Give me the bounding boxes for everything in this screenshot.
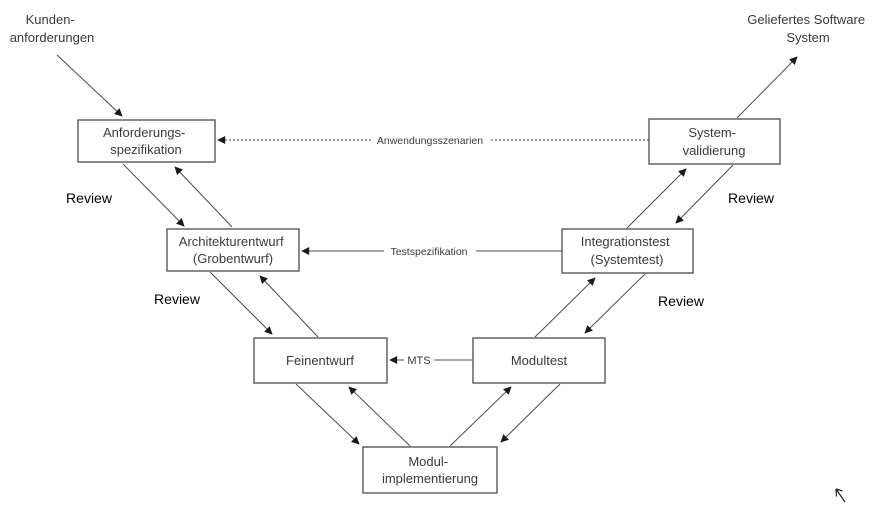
anforderungsspezifikation-box — [77, 119, 216, 163]
anwendungsszenarien-label: Anwendungsszenarien — [377, 135, 483, 147]
integrationstest-box — [561, 228, 694, 274]
edge-integrationstest-validation-pair — [626, 164, 734, 229]
node-modultest: Modultest — [472, 337, 606, 384]
integrationstest-label: Integrationstest (Systemtest) — [581, 234, 674, 267]
node-feinentwurf: Feinentwurf — [253, 337, 388, 384]
testspezifikation-label: Testspezifikation — [390, 246, 467, 258]
connector-mts: MTS — [389, 355, 473, 367]
modultest-label: Modultest — [511, 353, 568, 368]
mouse-cursor — [835, 488, 846, 503]
edge-architecture-feinentwurf-pair — [209, 271, 319, 338]
modultest-box — [472, 337, 606, 384]
systemvalidierung-box — [648, 118, 781, 165]
edge-requirements-architecture-pair — [122, 163, 233, 228]
customer-requirements-label: Kunden- anforderungen — [10, 12, 95, 45]
anforderungsspezifikation-label: Anforderungs- spezifikation — [103, 125, 189, 157]
architekturentwurf-box — [166, 228, 300, 272]
edge-customer-to-requirements — [56, 54, 123, 117]
node-architekturentwurf: Architekturentwurf (Grobentwurf) — [166, 228, 300, 272]
svg-text:Kunden- anforderungen: Kunden- anforderungen — [10, 12, 95, 45]
systemvalidierung-label: System- validierung — [683, 125, 746, 158]
edge-modultest-integrationstest-pair — [534, 273, 646, 338]
review-label-right-top: Review — [728, 190, 775, 206]
node-integrationstest: Integrationstest (Systemtest) — [561, 228, 694, 274]
architekturentwurf-label: Architekturentwurf (Grobentwurf) — [179, 234, 287, 266]
delivered-system-label: Geliefertes Software System — [747, 12, 868, 45]
edge-feinentwurf-implementation-pair — [295, 383, 411, 447]
review-label-right-middle: Review — [658, 293, 705, 309]
modulimplementierung-label: Modul- implementierung — [382, 454, 478, 486]
modulimplementierung-box — [362, 446, 498, 494]
mts-label: MTS — [407, 355, 430, 367]
connector-anwendungsszenarien: Anwendungsszenarien — [217, 135, 649, 147]
edge-validation-to-delivered — [736, 56, 798, 119]
feinentwurf-box — [253, 337, 388, 384]
node-systemvalidierung: System- validierung — [648, 118, 781, 165]
node-modulimplementierung: Modul- implementierung — [362, 446, 498, 494]
svg-text:Geliefertes Software S: Geliefertes Software System — [747, 12, 868, 45]
connector-testspezifikation: Testspezifikation — [301, 246, 562, 258]
feinentwurf-label: Feinentwurf — [286, 353, 354, 368]
node-anforderungsspezifikation: Anforderungs- spezifikation — [77, 119, 216, 163]
review-label-left-middle: Review — [154, 291, 201, 307]
review-label-left-top: Review — [66, 190, 113, 206]
edge-implementation-modultest-pair — [449, 383, 561, 447]
